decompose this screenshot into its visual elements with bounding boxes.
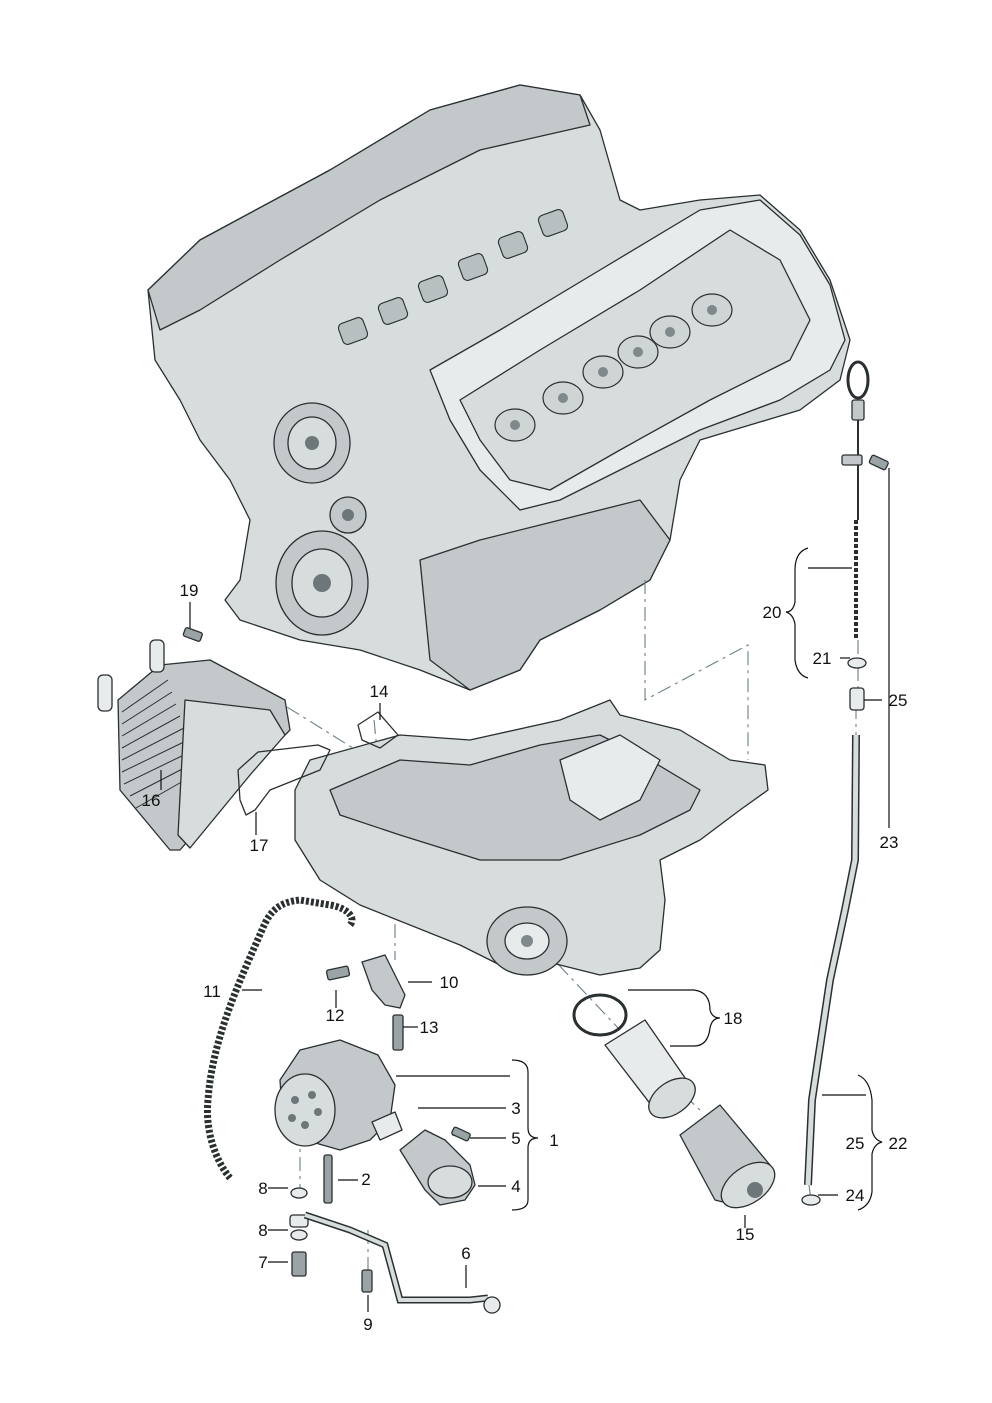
callout-1: 1 <box>549 1131 558 1150</box>
oil-line-6 <box>303 1211 501 1314</box>
callout-14: 14 <box>370 682 389 701</box>
callout-7: 7 <box>258 1253 267 1272</box>
bolt-19 <box>182 627 203 642</box>
callout-4: 4 <box>511 1177 520 1196</box>
oil-pan <box>294 699 769 976</box>
callout-8-upper: 8 <box>258 1179 267 1198</box>
gasket-17 <box>237 744 331 816</box>
callout-6: 6 <box>461 1244 470 1263</box>
callout-5: 5 <box>511 1129 520 1148</box>
washers-and-bolt <box>289 1187 309 1277</box>
callout-13: 13 <box>420 1018 439 1037</box>
leader-lines <box>160 468 890 1312</box>
callout-12: 12 <box>326 1006 345 1025</box>
callout-2: 2 <box>361 1170 370 1189</box>
callout-10: 10 <box>440 973 459 992</box>
oil-pump <box>274 1039 476 1206</box>
callout-24: 24 <box>846 1186 865 1205</box>
callout-11: 11 <box>203 982 221 1001</box>
callout-3: 3 <box>511 1099 520 1118</box>
callout-20: 20 <box>763 603 782 622</box>
callout-17: 17 <box>250 836 269 855</box>
callout-25-lower: 25 <box>846 1134 865 1153</box>
engine-block <box>147 84 851 691</box>
callout-labels: 1 2 3 4 5 6 7 8 8 9 10 11 12 13 14 15 16… <box>142 581 908 1334</box>
dipstick-assembly <box>801 360 889 1206</box>
callout-25-upper: 25 <box>889 691 908 710</box>
callout-8-lower: 8 <box>258 1221 267 1240</box>
bracket-10 <box>325 954 406 1051</box>
callout-15: 15 <box>736 1225 755 1244</box>
callout-16: 16 <box>142 791 161 810</box>
callout-19: 19 <box>180 581 199 600</box>
callout-23: 23 <box>880 833 899 852</box>
oil-cooler <box>97 639 291 851</box>
callout-21: 21 <box>813 649 832 668</box>
oil-filter <box>572 993 776 1209</box>
gasket-14 <box>357 711 399 749</box>
callout-9: 9 <box>363 1315 372 1334</box>
o-ring-18 <box>572 993 628 1037</box>
drive-chain <box>203 896 356 1181</box>
callout-18: 18 <box>724 1009 743 1028</box>
callout-22: 22 <box>889 1134 908 1153</box>
